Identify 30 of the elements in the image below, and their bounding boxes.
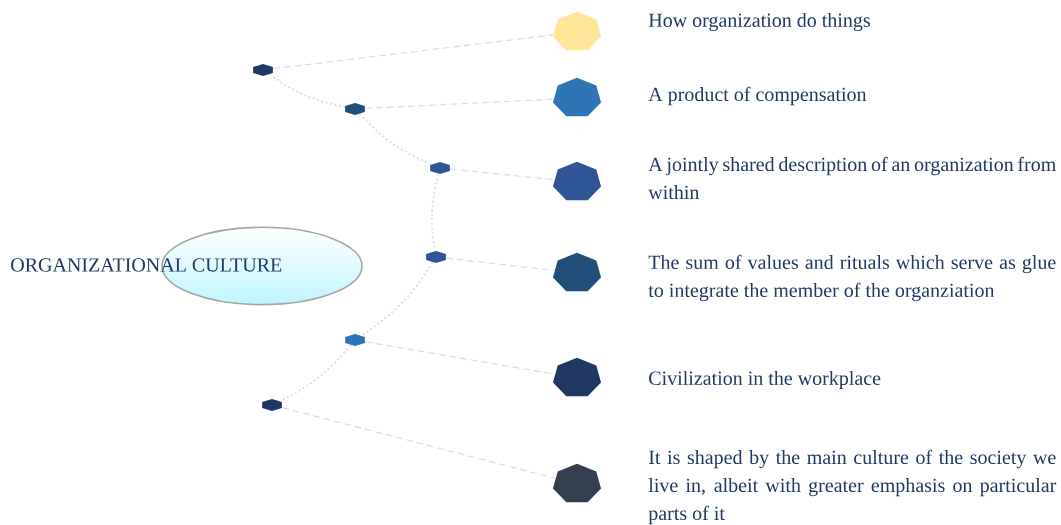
heptagon (552, 77, 602, 117)
connector-line (364, 98, 555, 110)
connector-line (430, 172, 440, 252)
hexagon-marker (262, 399, 282, 411)
hexagon-marker (345, 103, 365, 115)
connector-line (281, 407, 557, 479)
hexagon-marker (430, 162, 450, 174)
description-text: The sum of values and rituals which serve as glue to integrate the member of the organziation (648, 254, 1056, 302)
connector-line (268, 73, 346, 108)
heptagon (552, 252, 602, 292)
description-text: How organization do things (648, 12, 870, 32)
connector-line (445, 257, 556, 272)
description-text: Civilization in the workplace (649, 370, 881, 390)
heptagon (552, 357, 602, 397)
connector-line (449, 168, 556, 181)
description-text: It is shaped by the main culture of the society we live in, albeit with greater emphasis on particular parts of it (648, 449, 1057, 525)
ellipse-node: ORGANIZATIONAL CULTURE (11, 226, 363, 306)
hexagon-marker (253, 64, 273, 76)
heptagon (552, 11, 602, 51)
connector-line (360, 261, 434, 337)
connector-line (272, 34, 554, 70)
connector-line (358, 112, 433, 166)
description-text: A product of compensation (648, 86, 867, 106)
connector-line (364, 341, 556, 375)
heptagon (552, 463, 602, 503)
heptagon (552, 161, 602, 201)
hexagon-marker (345, 334, 365, 346)
connector-line (279, 344, 352, 403)
description-text: A jointly shared description of an organization from within (648, 156, 1056, 200)
hexagon-marker (426, 251, 446, 263)
